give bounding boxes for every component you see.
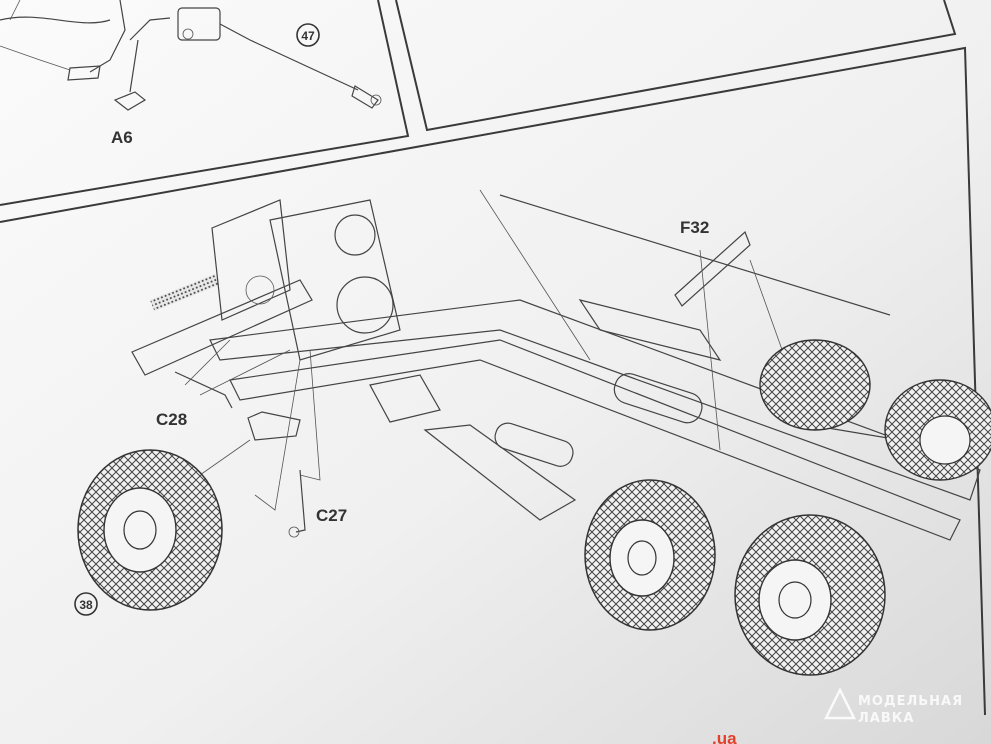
part-label-c27: C27 [316,506,347,525]
part-label-f32: F32 [680,218,709,237]
part-label-a6: A6 [111,128,133,147]
step-number-47: 47 [301,29,315,43]
rear-wheel [734,514,886,676]
panel-frames [0,0,986,716]
middle-wheel [584,479,716,631]
step-number-badge-38: 38 [74,592,98,616]
far-wheels [759,339,991,481]
store-watermark: МОДЕЛЬНАЯ ЛАВКА [823,687,963,726]
part-label-c28: C28 [156,410,187,429]
step-47-parts-drawing [0,0,382,111]
truck-chassis-drawing [131,189,981,541]
step-number-badge-47: 47 [296,23,320,47]
watermark-logo-icon [823,687,857,720]
watermark-line-2: ЛАВКА [858,711,914,726]
front-wheel-loose [77,449,223,611]
footer-url-fragment: .ua [712,729,737,744]
step-number-38: 38 [79,598,93,612]
watermark-line-1: МОДЕЛЬНАЯ [858,694,963,709]
